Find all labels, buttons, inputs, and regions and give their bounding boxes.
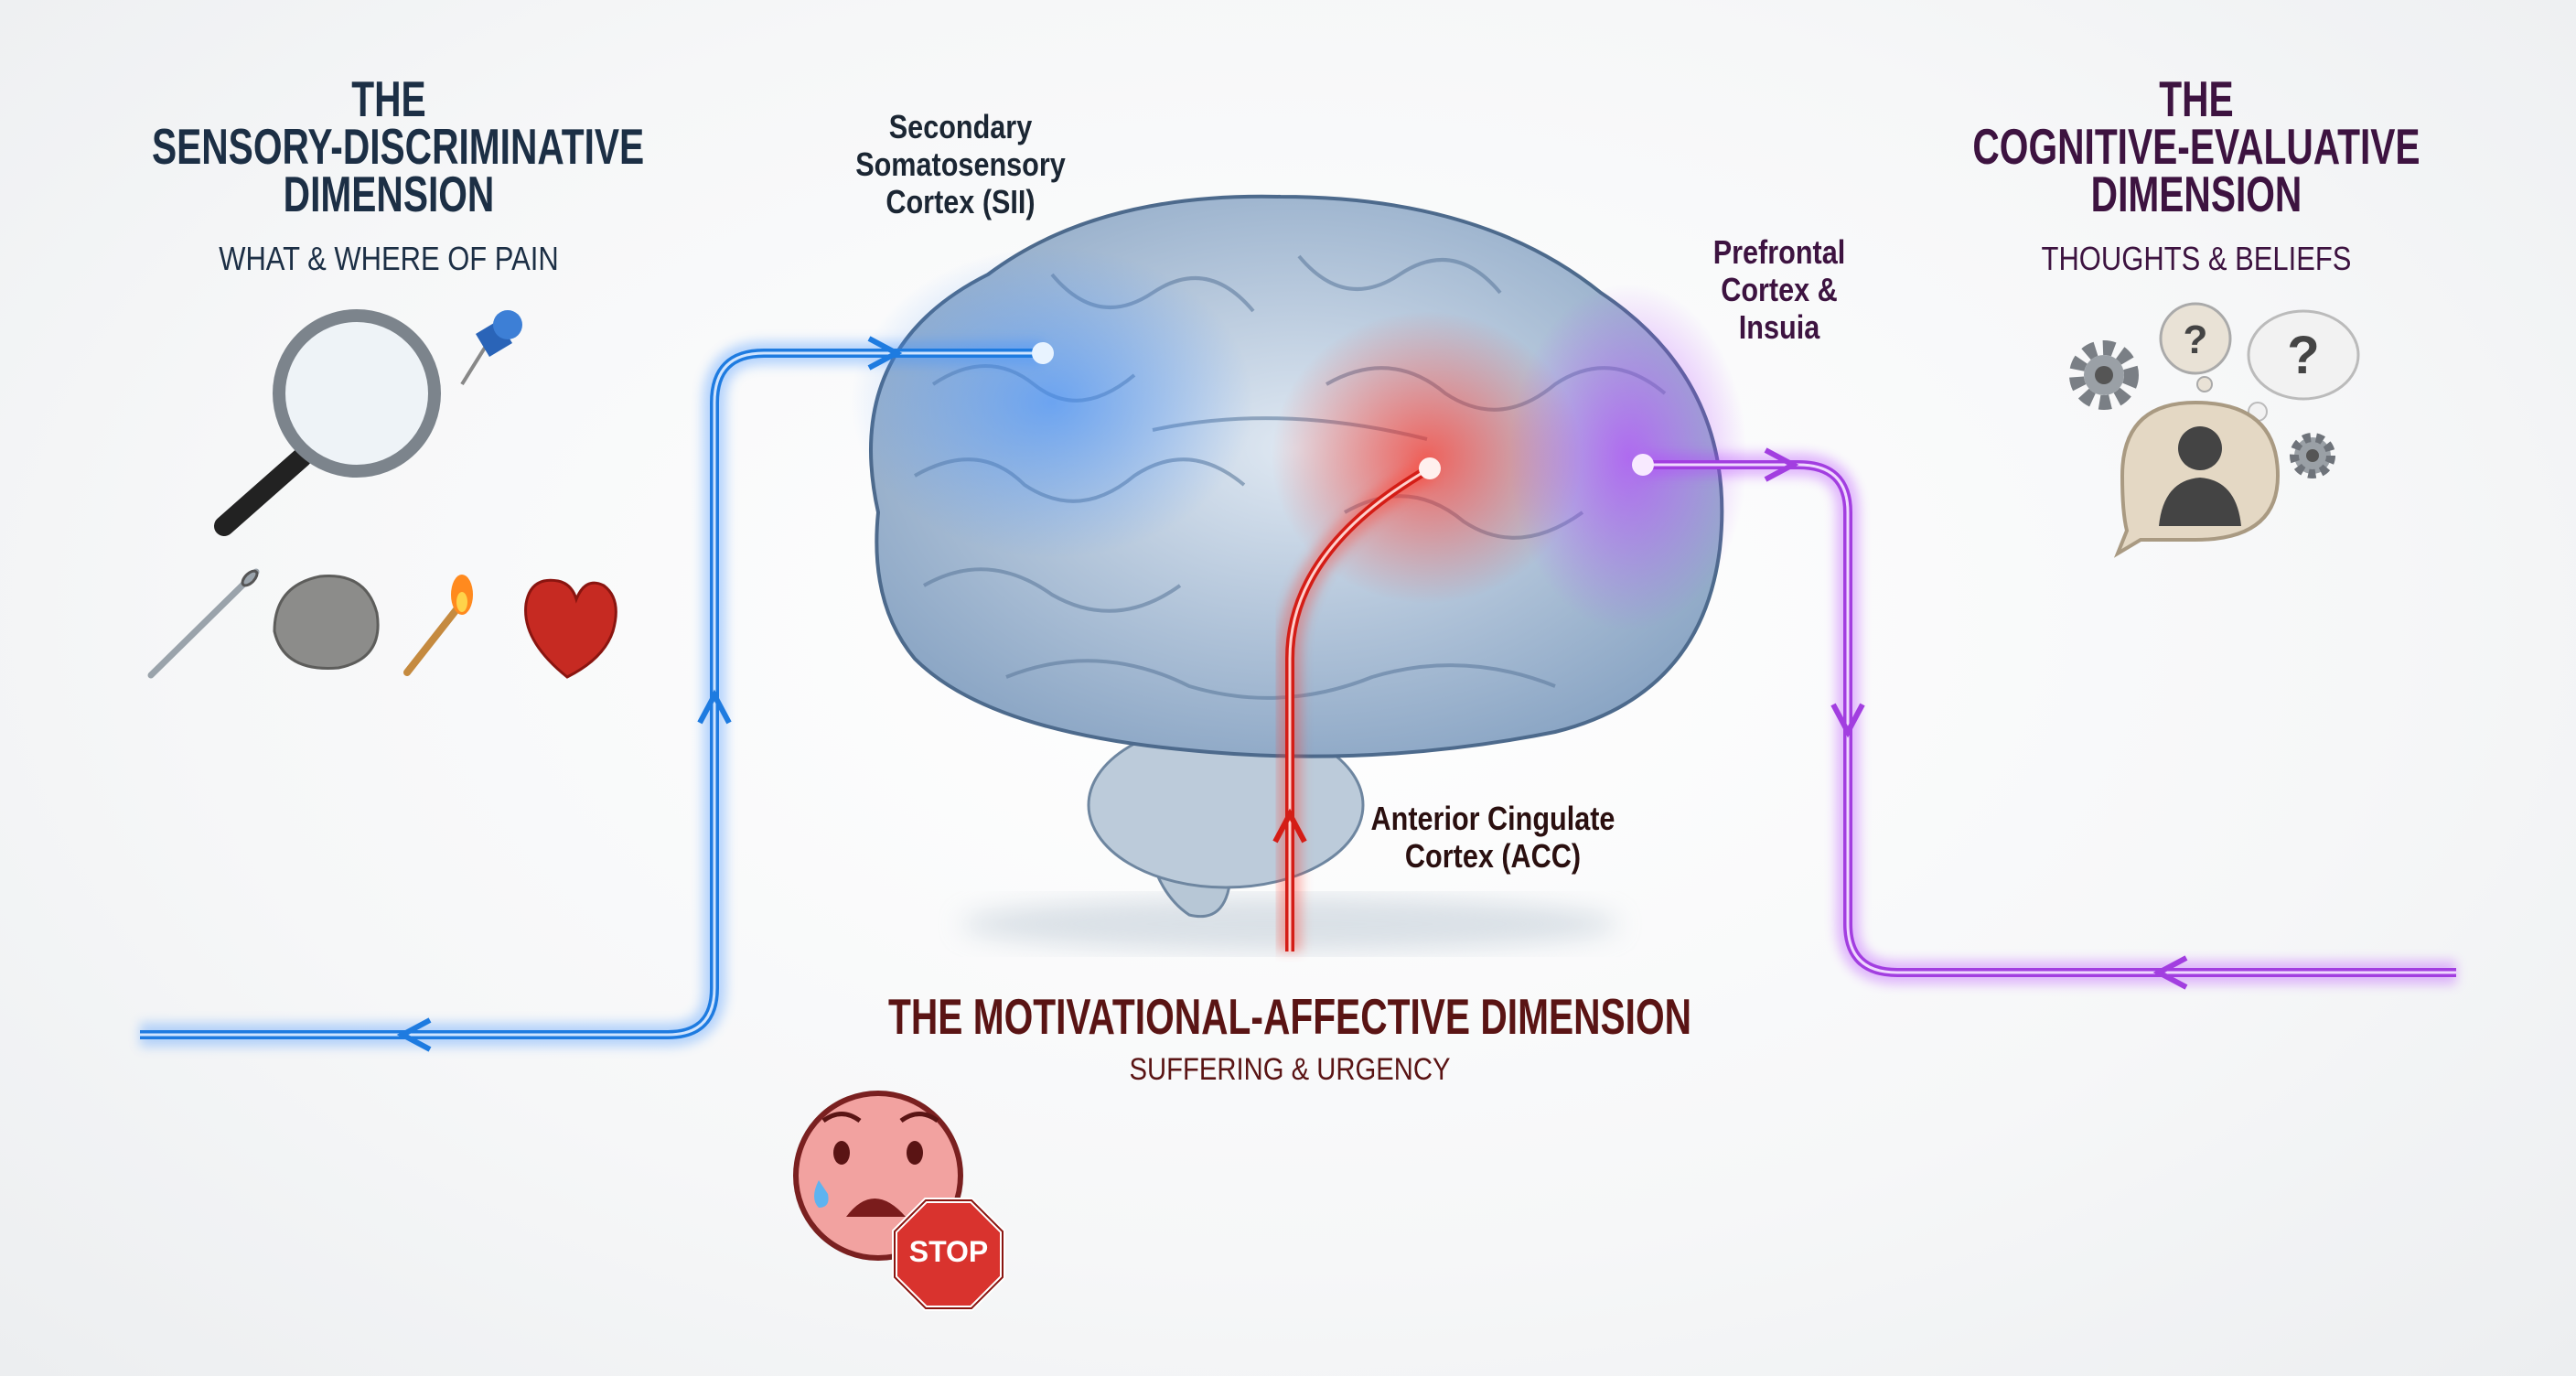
arrowhead-icon [1830, 703, 1865, 738]
title-line: DIMENSION [2090, 166, 2302, 222]
label-line: Insuia [1738, 308, 1820, 346]
stop-sign-text: STOP [908, 1235, 989, 1268]
title-line: THE [351, 70, 426, 127]
gear-icon [2069, 340, 2139, 410]
label-line: Anterior Cingulate [1370, 800, 1615, 837]
affective-pathway [1272, 457, 1441, 951]
sensory-dimension-subtitle: WHAT & WHERE OF PAIN [219, 240, 559, 277]
person-thought-icon [2113, 400, 2281, 558]
sensory-dimension-title: THE SENSORY-DISCRIMINATIVE DIMENSION [69, 70, 709, 222]
prefrontal-region-label: Prefrontal Cortex & Insuia [1663, 233, 1896, 346]
question-bubble-icon: ? [2247, 309, 2360, 422]
sensory-pathway [140, 336, 1054, 1052]
title-line: SENSORY-DISCRIMINATIVE [152, 118, 645, 175]
affective-dimension-subtitle: SUFFERING & URGENCY [1129, 1052, 1451, 1087]
label-line: Cortex (ACC) [1404, 837, 1582, 875]
needle-icon [147, 568, 260, 679]
title-line: THE [2159, 70, 2234, 127]
arrowhead-icon [1272, 808, 1307, 844]
match-icon [403, 575, 473, 676]
svg-text:?: ? [2287, 326, 2319, 385]
rock-icon [273, 575, 380, 670]
sii-region-label: Secondary Somatosensory Cortex (SII) [805, 108, 1116, 220]
cognitive-pathway [1632, 447, 2456, 990]
heart-icon [524, 578, 617, 679]
arrowhead-icon [697, 689, 732, 725]
cognitive-dimension-subtitle: THOUGHTS & BELIEFS [2041, 240, 2352, 277]
stop-sign-icon [892, 1198, 1005, 1311]
gear-icon [2290, 433, 2335, 478]
svg-text:?: ? [2184, 317, 2208, 362]
arrowhead-icon [1764, 447, 1799, 482]
label-line: Prefrontal [1712, 233, 1846, 271]
label-line: Somatosensory [855, 145, 1066, 183]
title-line: COGNITIVE-EVALUATIVE [1972, 118, 2420, 175]
affective-dimension-title: THE MOTIVATIONAL-AFFECTIVE DIMENSION [887, 988, 1692, 1045]
arrowhead-icon [867, 336, 903, 371]
arrowhead-icon [2152, 955, 2188, 990]
question-bubble-icon: ? [2159, 302, 2232, 392]
title-line: DIMENSION [283, 166, 495, 222]
label-line: Secondary [888, 108, 1033, 145]
cognitive-dimension-title: THE COGNITIVE-EVALUATIVE DIMENSION [1876, 70, 2517, 222]
acc-region-label: Anterior Cingulate Cortex (ACC) [1337, 800, 1648, 875]
label-line: Cortex & [1721, 271, 1838, 308]
label-line: Cortex (SII) [886, 183, 1036, 220]
pushpin-icon [460, 310, 522, 386]
arrowhead-icon [396, 1017, 432, 1052]
magnifier-icon [214, 309, 441, 536]
